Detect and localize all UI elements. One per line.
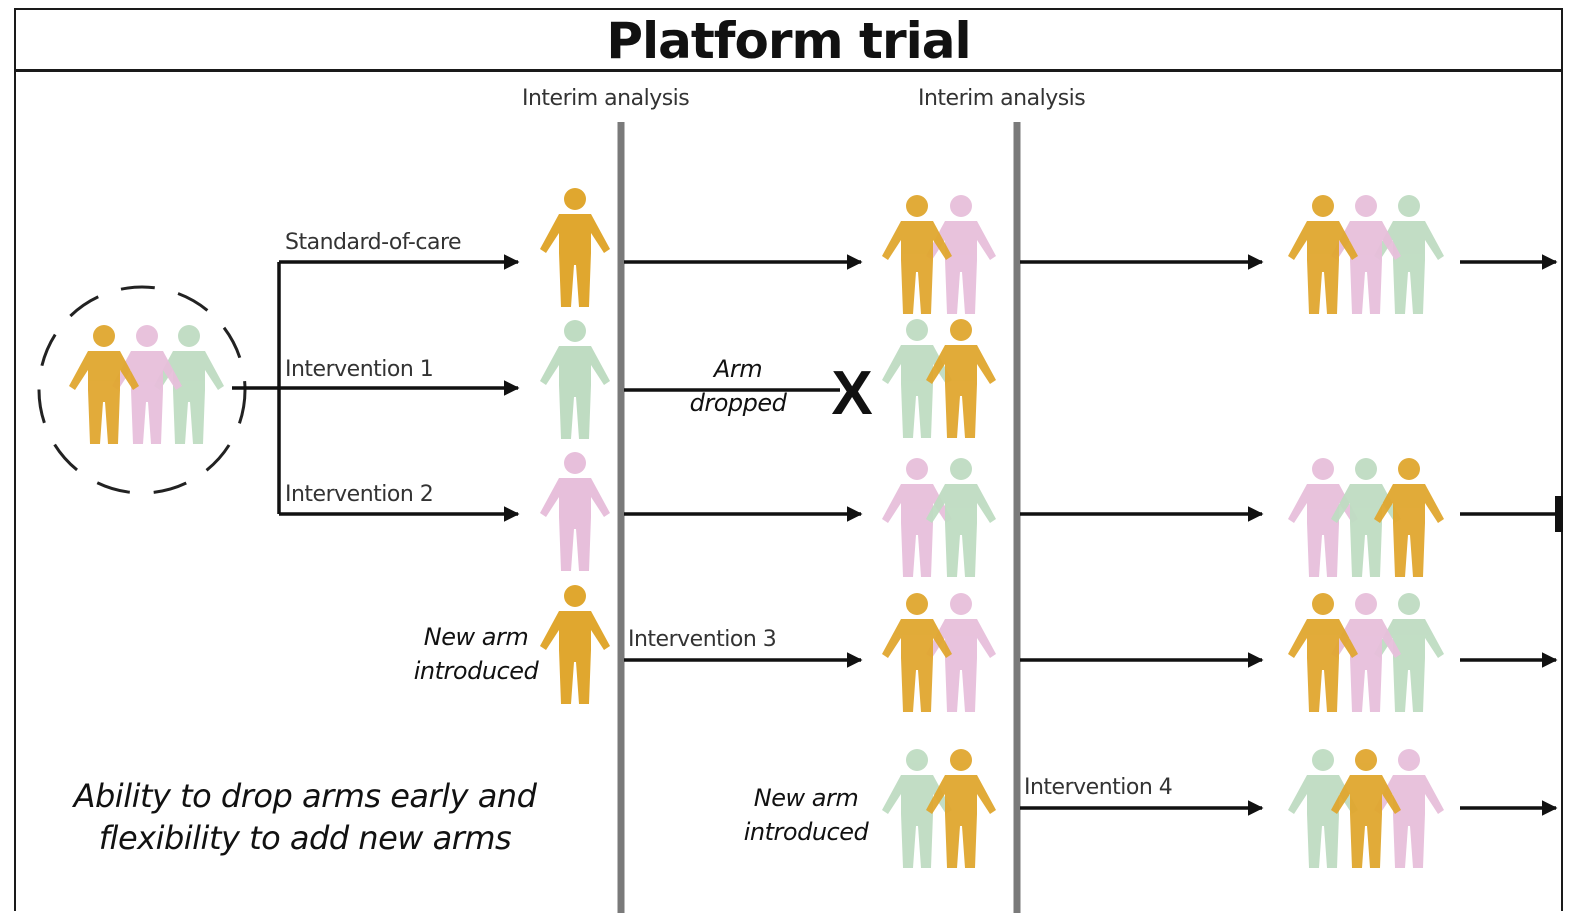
person-intervention-1-icon: [540, 320, 610, 439]
figure-frame: [14, 8, 1563, 911]
randomisation-branches: [232, 254, 520, 522]
stage-2-arrows: [624, 254, 863, 668]
arm-dropped-note: Arm dropped: [668, 352, 808, 420]
arm-dropped-line2: dropped: [689, 389, 787, 417]
patient-pool-group: [69, 325, 224, 444]
interim-analysis-label-2: Interim analysis: [918, 86, 1086, 111]
arm-label-intervention-2: Intervention 2: [285, 482, 434, 507]
title-bar: Platform trial: [14, 8, 1563, 72]
arm-label-intervention-3: Intervention 3: [628, 627, 777, 652]
stage-3-intervention-3-group: [1288, 593, 1444, 712]
person-intervention-2-icon: [540, 452, 610, 571]
new-arm-1-line1: New arm: [423, 623, 529, 651]
person-standard-of-care-icon: [540, 188, 610, 307]
caption-line1: Ability to drop arms early and: [73, 777, 537, 815]
patient-pool-circle: [37, 285, 247, 495]
arm-dropped-x-mark: X: [831, 359, 872, 428]
interim-analysis-label-1: Interim analysis: [522, 86, 690, 111]
new-arm-2-line1: New arm: [753, 784, 859, 812]
stage-2-new-arm-4-group: [882, 749, 996, 868]
new-arm-note-2: New arm introduced: [726, 781, 886, 849]
arm-dropped-line1: Arm: [713, 355, 763, 383]
stage-3-arrows: [1020, 254, 1264, 816]
arm-label-intervention-1: Intervention 1: [285, 357, 434, 382]
stage-2-intervention-3-group: [882, 593, 996, 712]
stage-2-intervention-1-group: [882, 319, 996, 438]
caption-line2: flexibility to add new arms: [98, 819, 512, 857]
continuation-arrows: [1460, 254, 1563, 816]
stage-3-standard-of-care-group: [1288, 195, 1444, 314]
stage-2-intervention-2-group: [882, 458, 996, 577]
arm-label-intervention-4: Intervention 4: [1024, 775, 1173, 800]
new-arm-1-line2: introduced: [413, 657, 539, 685]
new-arm-2-line2: introduced: [743, 818, 869, 846]
figure-title: Platform trial: [606, 12, 971, 70]
figure-caption: Ability to drop arms early and flexibili…: [40, 775, 570, 859]
arrow-stub-cut: [1555, 496, 1563, 532]
arm-label-standard-of-care: Standard-of-care: [285, 230, 462, 255]
new-arm-note-1: New arm introduced: [396, 620, 556, 688]
stage-3-intervention-2-group: [1288, 458, 1444, 577]
stage-3-intervention-4-group: [1288, 749, 1444, 868]
stage-2-standard-of-care-group: [882, 195, 996, 314]
